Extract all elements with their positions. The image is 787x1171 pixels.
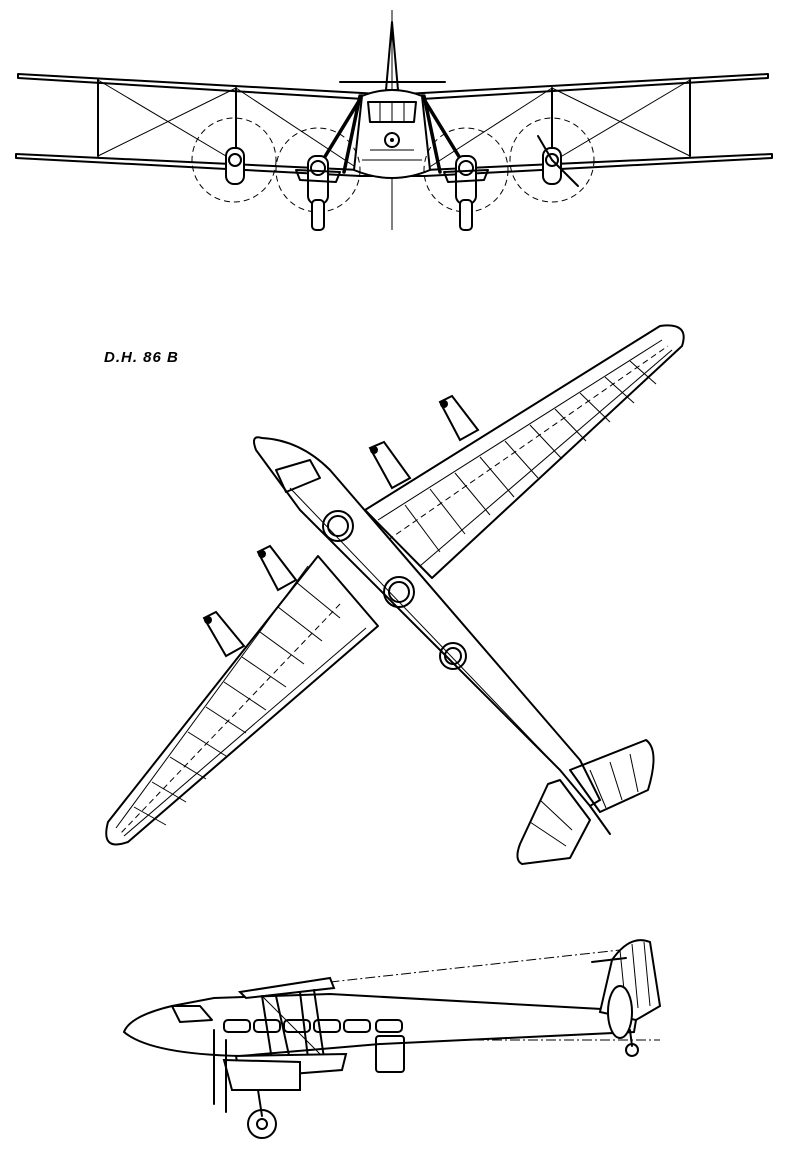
aircraft-designation: D.H. 86 B [104, 349, 179, 366]
plan-view [105, 324, 685, 865]
side-view [122, 939, 662, 1139]
front-view [15, 10, 773, 231]
